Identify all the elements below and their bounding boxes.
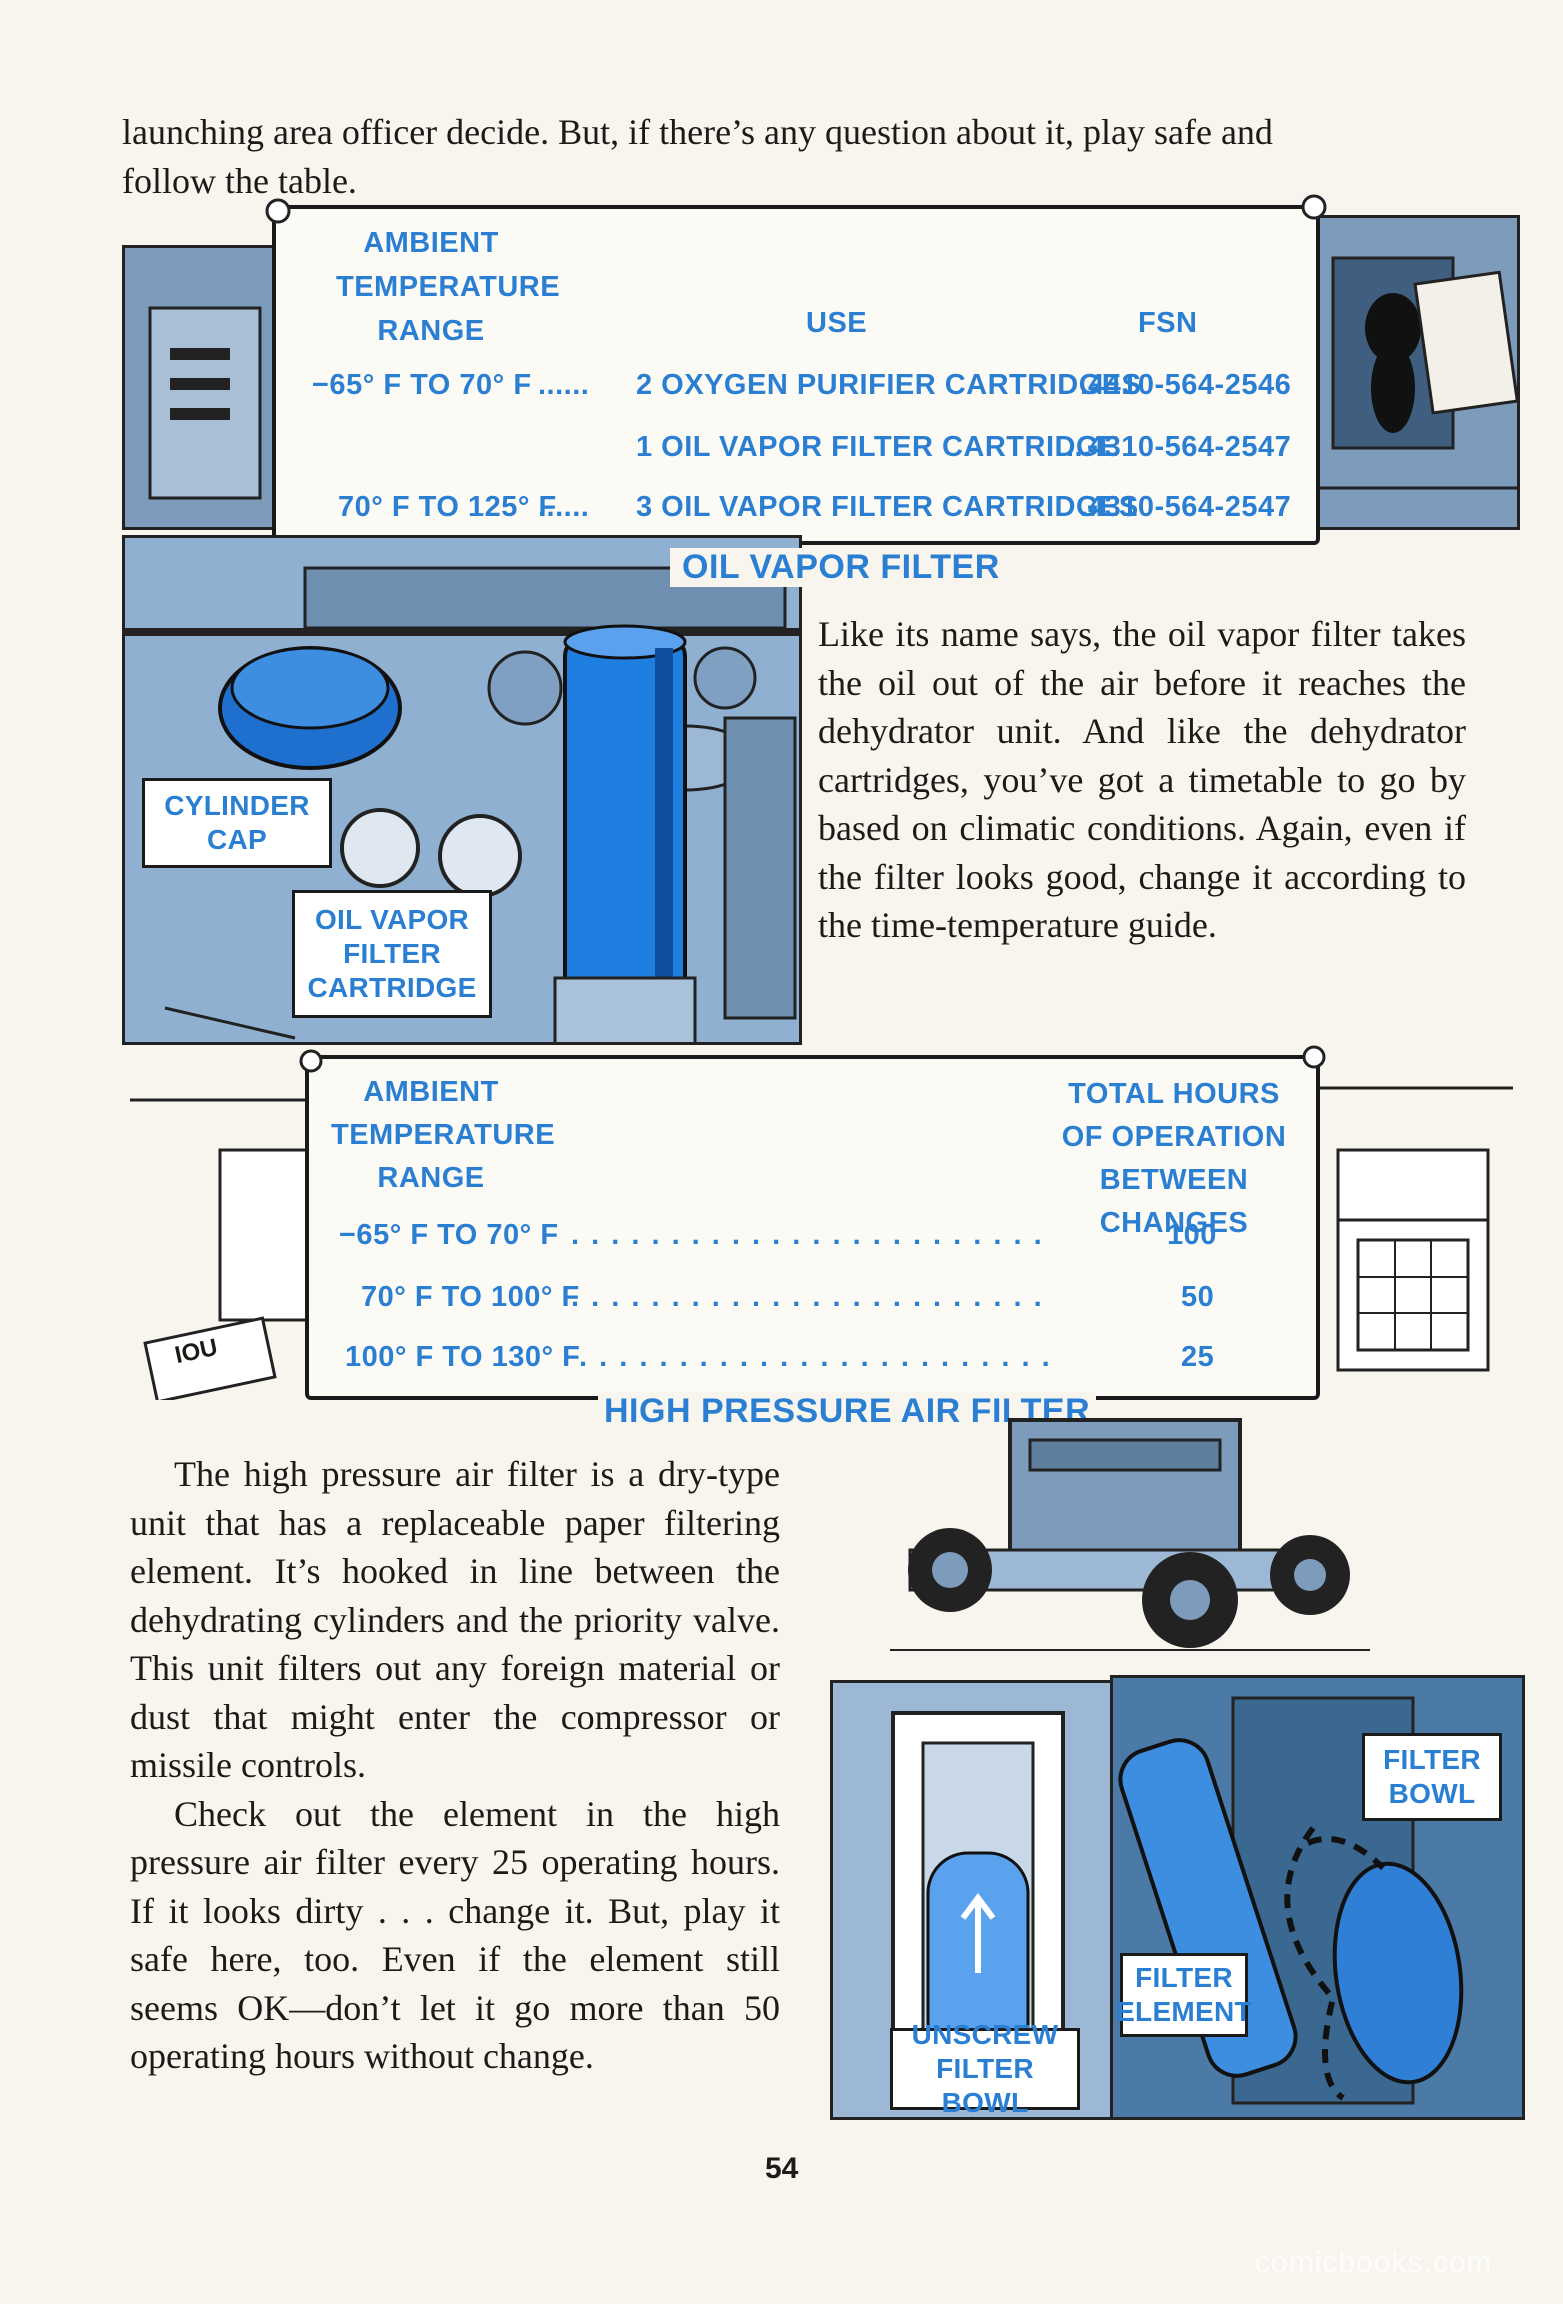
page-number: 54 bbox=[765, 2152, 799, 2185]
table2-right-illustration bbox=[1318, 1060, 1513, 1395]
table2-header-hours: TOTAL HOURS OF OPERATION BETWEEN CHANGES bbox=[1061, 1078, 1287, 1239]
board-drawing-icon bbox=[148, 306, 262, 500]
pin-icon bbox=[299, 1049, 323, 1073]
table1-header-range: AMBIENT TEMPERATURE RANGE bbox=[336, 227, 561, 347]
table2-header-range: AMBIENT TEMPERATURE RANGE bbox=[331, 1076, 556, 1194]
table1-left-illustration bbox=[122, 245, 282, 530]
intro-line-2: follow the table. bbox=[122, 160, 357, 201]
table1-card: AMBIENT TEMPERATURE RANGE USE FSN −65° F… bbox=[265, 194, 1327, 545]
table1-header-use: USE bbox=[806, 307, 868, 339]
table2-range: 100° F TO 130° F bbox=[345, 1341, 581, 1373]
table2-hours: 100 bbox=[1167, 1219, 1217, 1251]
table1-header-fsn: FSN bbox=[1138, 307, 1198, 339]
label-filter-element: FILTER ELEMENT bbox=[1116, 1953, 1252, 2037]
label-unscrew-filter-bowl: UNSCREW FILTER BOWL bbox=[890, 2019, 1080, 2118]
table2-leader: . . . . . . . . . . . . . . . . . . . . … bbox=[571, 1281, 1051, 1313]
watermark: comicbooks.com bbox=[1255, 2246, 1493, 2279]
table2-card: AMBIENT TEMPERATURE RANGE TOTAL HOURS OF… bbox=[299, 1045, 1326, 1400]
oil-vapor-text: Like its name says, the oil vapor filter… bbox=[818, 614, 1466, 945]
compressor-panel-drawing bbox=[125, 538, 799, 1042]
pin-icon bbox=[1302, 1045, 1326, 1069]
oil-vapor-illustration bbox=[122, 535, 802, 1045]
table1-range: 70° F TO 125° F bbox=[338, 491, 557, 523]
desk-drawing-icon bbox=[130, 1098, 332, 1404]
cash-register-icon bbox=[1318, 1086, 1513, 1372]
table2-range: −65° F TO 70° F bbox=[339, 1219, 559, 1251]
pinup-poster-icon bbox=[1313, 256, 1517, 490]
oil-vapor-heading: OIL VAPOR FILTER bbox=[670, 548, 1012, 587]
label-cylinder-cap: CYLINDER CAP bbox=[142, 778, 332, 868]
hp-filter-text: The high pressure air filter is a dry-ty… bbox=[130, 1450, 780, 2081]
table1-use: 2 OXYGEN PURIFIER CARTRIDGES bbox=[636, 369, 1142, 401]
table1-leader: ...... bbox=[538, 369, 590, 401]
intro-text: launching area officer decide. But, if t… bbox=[122, 108, 1462, 205]
table1-leader: .. bbox=[1080, 369, 1098, 401]
intro-line-1: launching area officer decide. But, if t… bbox=[122, 112, 1273, 152]
table2-hours: 50 bbox=[1181, 1281, 1215, 1313]
pin-icon bbox=[265, 198, 291, 224]
table1-range: −65° F TO 70° F bbox=[312, 369, 532, 401]
hp-filter-para-1: The high pressure air filter is a dry-ty… bbox=[130, 1454, 780, 1785]
hp-filter-para-2: Check out the element in the high pressu… bbox=[130, 1793, 780, 2077]
table1-leader: ... bbox=[1066, 431, 1092, 463]
table1-right-illustration bbox=[1310, 215, 1520, 530]
table1-fsn: 4410-564-2546 bbox=[1088, 369, 1292, 401]
table2-hours: 25 bbox=[1181, 1341, 1215, 1373]
pin-icon bbox=[1301, 194, 1327, 220]
compressor-cart-illustration bbox=[890, 1400, 1370, 1680]
table1-fsn: 4310-564-2547 bbox=[1088, 431, 1292, 463]
table2-left-illustration: IOU bbox=[130, 1060, 332, 1404]
label-oil-vapor-cartridge: OIL VAPOR FILTER CARTRIDGE bbox=[292, 890, 492, 1018]
table2-range: 70° F TO 100° F bbox=[361, 1281, 580, 1313]
label-filter-bowl: FILTER BOWL bbox=[1362, 1733, 1502, 1821]
table1-use: 1 OIL VAPOR FILTER CARTRIDGE bbox=[636, 431, 1119, 463]
table1-fsn: 4310-564-2547 bbox=[1088, 491, 1292, 523]
table2-leader: . . . . . . . . . . . . . . . . . . . . … bbox=[579, 1341, 1051, 1373]
table1-use: 3 OIL VAPOR FILTER CARTRIDGES bbox=[636, 491, 1139, 523]
table2-leader: . . . . . . . . . . . . . . . . . . . . … bbox=[571, 1219, 1051, 1251]
table1-leader: .. bbox=[1080, 491, 1098, 523]
table1-leader: ...... bbox=[538, 491, 590, 523]
compressor-cart-drawing bbox=[890, 1418, 1370, 1651]
